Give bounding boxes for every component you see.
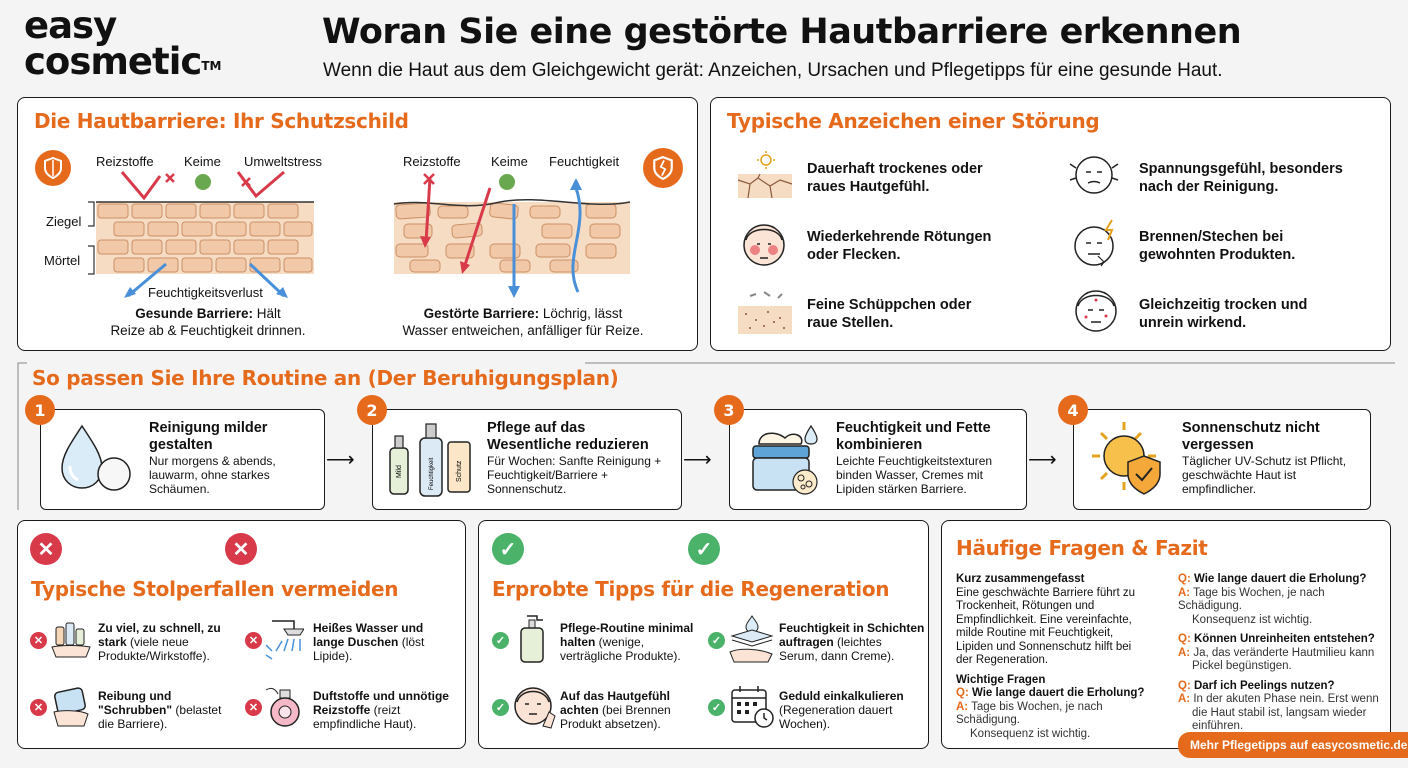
signs-panel: [710, 97, 1391, 351]
label-feuchtigkeit: Feuchtigkeit: [549, 154, 620, 169]
check-mark-icon: ✓: [492, 632, 509, 649]
tight-face-icon: [1069, 156, 1119, 194]
step-number-2: 2: [357, 395, 387, 425]
step-number-4: 4: [1058, 395, 1088, 425]
step-4-text: Sonnenschutz nicht vergessen Täglicher U…: [1182, 420, 1347, 496]
healthy-barrier-caption: Gesunde Barriere: Hält Reize ab & Feucht…: [110, 306, 306, 338]
check-mark-icon: ✓: [708, 632, 725, 649]
faq-item[interactable]: Q: Wie lange dauert die Erholung? A: Tag…: [1178, 573, 1367, 626]
arrow-right-icon: ⟶: [326, 449, 355, 471]
tips-title: Erprobte Tipps für die Regeneration: [492, 577, 890, 601]
step-2-text: Pflege auf das Wesentliche reduzieren Fü…: [487, 420, 662, 496]
brand-logo[interactable]: easy cosmeticTM: [24, 4, 222, 83]
products-icon: Mild Feuchtigkeit Schutz: [389, 423, 471, 497]
label-umweltstress: Umweltstress: [244, 154, 323, 169]
step-number-3: 3: [714, 395, 744, 425]
svg-text:Schutz: Schutz: [456, 460, 463, 482]
cream-jar-icon: [752, 424, 818, 495]
label-reizstoffe-damaged: Reizstoffe: [403, 154, 461, 169]
flaky-skin-icon: [738, 291, 792, 334]
svg-text:Feuchtigkeit: Feuchtigkeit: [429, 457, 435, 490]
redness-face-icon: [743, 224, 785, 266]
label-keime-damaged: Keime: [491, 154, 528, 169]
damaged-barrier-illustration: [393, 173, 631, 298]
faq-panel: [941, 520, 1391, 749]
faq-item[interactable]: Q: Darf ich Peelings nutzen? A: In der a…: [1178, 679, 1379, 733]
many-products-icon: [51, 622, 91, 658]
water-drop-icon: [61, 424, 131, 491]
label-moertel: Mörtel: [44, 253, 81, 268]
signs-title: Typische Anzeichen einer Störung: [727, 109, 1100, 133]
step-3-text: Feuchtigkeit und Fette kombinieren Leich…: [836, 420, 993, 496]
broken-shield-icon: [643, 148, 683, 188]
step-1-text: Reinigung milder gestalten Nur morgens &…: [149, 420, 276, 496]
faq-title: Häufige Fragen & Fazit: [956, 536, 1208, 560]
impure-face-icon: [1075, 290, 1117, 332]
face-touch-icon: [514, 687, 556, 729]
x-mark-icon: ✕: [30, 699, 47, 716]
label-feuchtigkeitsverlust: Feuchtigkeitsverlust: [148, 285, 263, 300]
sun-shield-icon: [1092, 422, 1161, 495]
arrow-right-icon: ⟶: [1028, 449, 1057, 471]
more-tips-link[interactable]: Mehr Pflegetipps auf easycosmetic.de: [1178, 732, 1408, 758]
dry-skin-icon: [737, 151, 793, 199]
x-mark-icon: ✕: [245, 632, 262, 649]
routine-section-frame: [17, 362, 1395, 510]
routine-title: So passen Sie Ihre Routine an (Der Beruh…: [32, 366, 619, 390]
calendar-icon: [731, 686, 774, 728]
check-circle-icon: ✓: [492, 533, 524, 565]
check-mark-icon: ✓: [708, 699, 725, 716]
x-mark-icon: ✕: [30, 632, 47, 649]
check-mark-icon: ✓: [492, 699, 509, 716]
perfume-icon: [265, 687, 300, 727]
pitfalls-title: Typische Stolperfallen vermeiden: [31, 577, 399, 601]
scrub-icon: [53, 687, 89, 727]
x-mark-icon: ✕: [245, 699, 262, 716]
faq-summary: Kurz zusammengefasst Eine geschwächte Ba…: [956, 573, 1145, 740]
tip-patience: Geduld einkalkulieren(Regeneration dauer…: [779, 689, 904, 731]
faq-item[interactable]: Q: Können Unreinheiten entstehen? A: Ja,…: [1178, 633, 1375, 672]
shower-icon: [265, 620, 304, 660]
label-reizstoffe: Reizstoffe: [96, 154, 154, 169]
step-number-1: 1: [25, 395, 55, 425]
svg-text:Mild: Mild: [396, 465, 403, 478]
arrow-right-icon: ⟶: [683, 449, 712, 471]
faq-questions: Q: Wie lange dauert die Erholung? A: Tag…: [1178, 573, 1388, 734]
barrier-title: Die Hautbarriere: Ihr Schutzschild: [34, 109, 409, 133]
label-ziegel: Ziegel: [46, 214, 82, 229]
shield-icon: [35, 150, 71, 186]
x-circle-icon: ✕: [30, 533, 62, 565]
burning-face-icon: [1074, 219, 1114, 267]
healthy-barrier-illustration: [88, 170, 314, 298]
layers-icon: [729, 615, 774, 663]
x-circle-icon: ✕: [225, 533, 257, 565]
check-circle-icon: ✓: [688, 533, 720, 565]
pump-bottle-icon: [520, 615, 544, 663]
damaged-barrier-caption: Gestörte Barriere: Löchrig, lässt Wasser…: [402, 306, 644, 338]
page-subtitle: Wenn die Haut aus dem Gleichgewicht gerä…: [323, 60, 1223, 81]
page-title: Woran Sie eine gestörte Hautbarriere erk…: [322, 12, 1242, 52]
label-keime: Keime: [184, 154, 221, 169]
